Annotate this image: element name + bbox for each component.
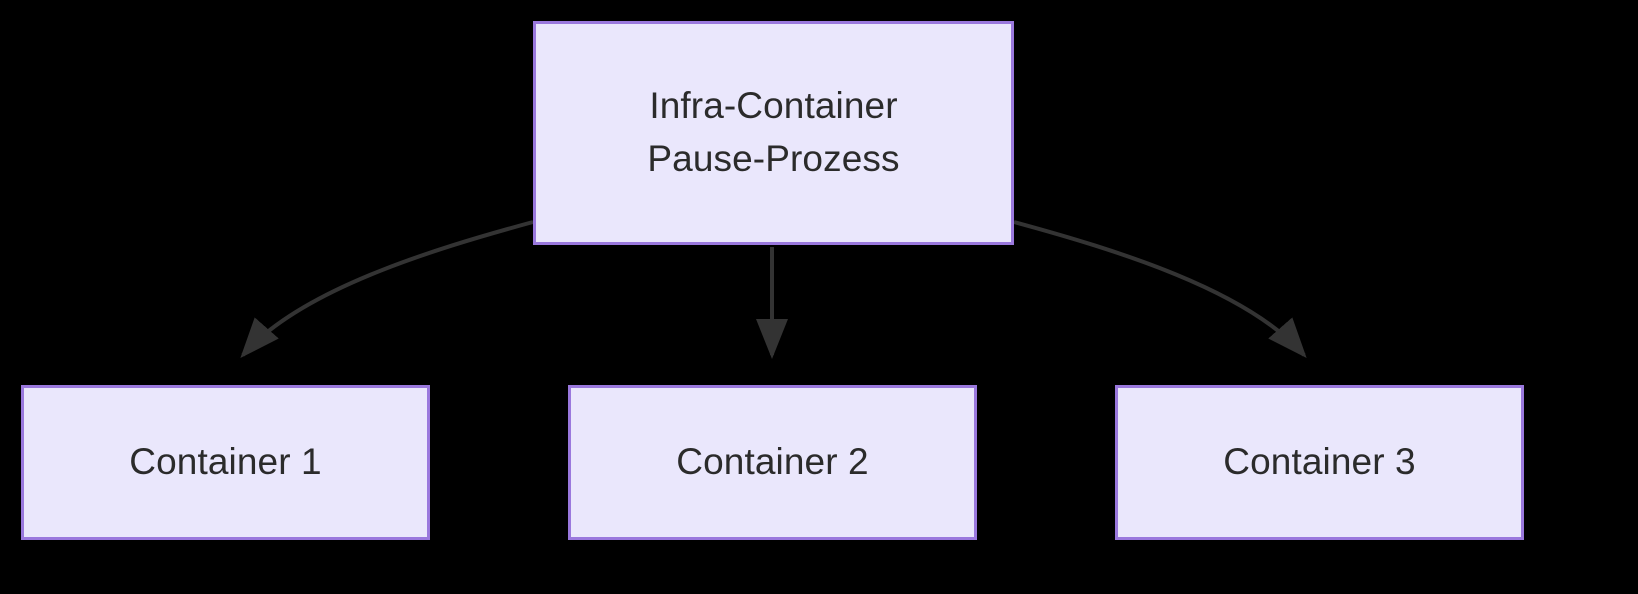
edge-root-to-container-3 xyxy=(1013,220,1307,359)
edge-root-to-container-1 xyxy=(240,220,534,359)
node-label-line: Container 1 xyxy=(129,441,322,483)
node-label-line: Container 2 xyxy=(676,441,869,483)
node-infra-container-pause-prozess[interactable]: Infra-Container Pause-Prozess xyxy=(533,21,1014,245)
node-label-line: Container 3 xyxy=(1223,441,1416,483)
node-label-line: Pause-Prozess xyxy=(647,138,900,179)
node-container-3[interactable]: Container 3 xyxy=(1115,385,1524,540)
node-container-1[interactable]: Container 1 xyxy=(21,385,430,540)
node-container-2[interactable]: Container 2 xyxy=(568,385,977,540)
node-label-line: Infra-Container xyxy=(649,85,898,127)
